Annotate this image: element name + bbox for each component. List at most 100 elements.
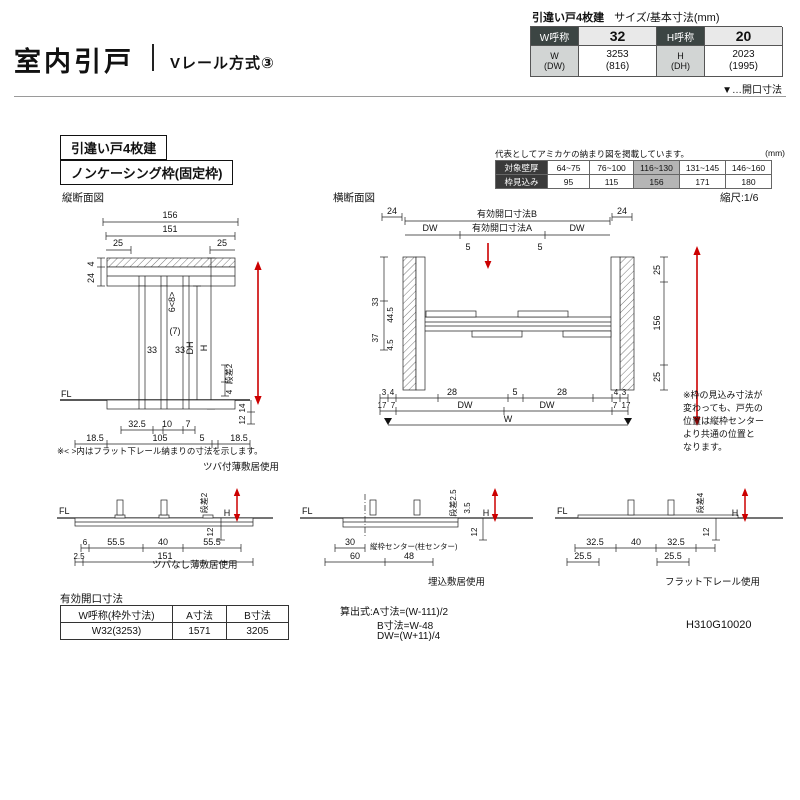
scale-label: 縮尺:1/6	[720, 192, 759, 204]
header-divider	[14, 96, 786, 97]
dim-label: 60	[350, 551, 360, 561]
wall-depth: 115	[590, 175, 634, 189]
wall-depth: 171	[680, 175, 726, 189]
dim-label: W	[504, 414, 513, 424]
h-name-value: 20	[705, 27, 783, 46]
wall-range: 131~145	[680, 161, 726, 175]
dim-label: 33	[371, 297, 380, 306]
wall-row2-label: 枠見込み	[496, 175, 548, 189]
detail-flat-rail-diagram: FL 段差4 H 12 32.5 40 32.5 25.5 25.5	[555, 488, 783, 566]
opening-dimension-markers	[384, 418, 632, 425]
dim-label: 段差2	[199, 492, 209, 513]
dim-label: 32.5	[128, 419, 146, 429]
dim-label: (7)	[170, 326, 181, 336]
dim-label: 12	[238, 415, 247, 424]
dim-label: 4	[86, 261, 96, 266]
vertical-section-caption: ツバ付薄敷居使用	[203, 462, 280, 473]
dim-label: 55.5	[107, 537, 125, 547]
w-dim-value-line1: 3253	[606, 49, 629, 60]
dim-label: 4	[614, 388, 619, 397]
h-dim-value: 2023 (1995)	[705, 46, 783, 77]
size-table-caption: 引違い戸4枚建サイズ/基本寸法(mm)	[532, 9, 720, 25]
detail-embedded-sill-diagram: FL 段差2.5 3.5 H 12 30 縦枠センター(柱センター) 60 48	[300, 488, 533, 566]
w-dim-header-line1: W	[550, 50, 559, 61]
w-dim-header-line2: (DW)	[544, 61, 565, 71]
dim-label: 25	[652, 265, 662, 275]
w-dim-header: W (DW)	[531, 46, 579, 77]
note-line: 変わっても、戸先の	[683, 403, 763, 414]
dim-label: 7	[391, 401, 396, 410]
frame-depth-note: ※枠の見込み寸法が 変わっても、戸先の 位置は縦枠センター より共通の位置と な…	[683, 389, 795, 454]
method-title: Vレール方式③	[170, 55, 275, 72]
w-dim-value: 3253 (816)	[579, 46, 657, 77]
dim-label: 12	[702, 527, 711, 536]
document-code: H310G10020	[686, 619, 752, 631]
dim-label: 14	[238, 403, 247, 412]
dim-label: 段差4	[695, 492, 705, 513]
dim-label: 18.5	[86, 433, 104, 443]
dim-label: 37	[371, 333, 380, 342]
opening-table-header: A寸法	[173, 606, 227, 623]
opening-table-header: W呼称(枠外寸法)	[61, 606, 173, 623]
fl-label: FL	[557, 506, 568, 516]
title-divider	[152, 44, 154, 71]
w-name-value: 32	[579, 27, 657, 46]
horizontal-section-title: 横断面図	[333, 192, 375, 204]
detail-a-caption: ツバなし薄敷居使用	[152, 560, 238, 571]
dim-label: 5	[512, 387, 517, 397]
size-table-caption-text: サイズ/基本寸法(mm)	[614, 12, 720, 24]
dim-label: 28	[447, 387, 457, 397]
dim-label: 12	[206, 527, 215, 536]
wall-depth-highlighted: 156	[634, 175, 680, 189]
opening-table-cell: 1571	[173, 623, 227, 640]
h-dimension-arrow	[254, 261, 262, 405]
dim-label: 17	[622, 401, 631, 410]
h-dimension-arrow	[741, 488, 749, 522]
dim-label: 32.5	[586, 537, 604, 547]
dim-label: 151	[162, 224, 177, 234]
dim-label: 30	[345, 537, 355, 547]
horizontal-section-diagram: 24 24 有効開口寸法B DW 有効開口寸法A DW 5 5 33 44.5 …	[371, 206, 701, 426]
vertical-section-title: 縦断面図	[62, 192, 104, 204]
detail-thin-sill-diagram: FL 段差2 H 12 6 55.5 40 55.5 2.5 151	[57, 488, 273, 566]
wall-depth: 180	[726, 175, 772, 189]
wall-table-unit: (mm)	[765, 148, 785, 158]
h-dim-value-line1: 2023	[732, 49, 755, 60]
dim-label: 156	[652, 315, 662, 330]
drawing-geometry	[300, 494, 533, 566]
opening-table-cell: 3205	[227, 623, 289, 640]
dim-label: H	[732, 508, 739, 518]
dim-label: 25.5	[664, 551, 682, 561]
dim-label: H	[483, 508, 490, 518]
dim-label: 3	[382, 388, 387, 397]
dim-label: 5	[199, 433, 204, 443]
dim-label: 10	[162, 419, 172, 429]
drawing-geometry	[379, 213, 668, 426]
opening-dimension-legend: ▼…開口寸法	[722, 85, 782, 96]
dim-label: 2.5	[73, 552, 85, 561]
centerline-label: 縦枠センター(柱センター)	[370, 541, 458, 551]
opening-table-cell: W32(3253)	[61, 623, 173, 640]
dim-label: 28	[557, 387, 567, 397]
section-heading-frame-type: ノンケーシング枠(固定枠)	[60, 160, 234, 185]
dim-label: 有効開口寸法A	[472, 222, 532, 233]
section-heading-door-type: 引違い戸4枚建	[60, 135, 168, 160]
wall-range: 64~75	[548, 161, 590, 175]
dim-label: 17	[378, 401, 387, 410]
dim-label: 44.5	[386, 307, 395, 323]
w-name-header: W呼称	[531, 27, 579, 46]
dim-label: H	[199, 345, 209, 352]
dim-label: DW	[540, 400, 555, 410]
fl-label: FL	[302, 506, 313, 516]
red-opening-arrow	[484, 243, 492, 269]
wall-depth: 95	[548, 175, 590, 189]
dim-label: 151	[157, 551, 172, 561]
dim-label: 7	[185, 419, 190, 429]
dim-label: DW	[458, 400, 473, 410]
note-line: より共通の位置と	[683, 429, 755, 440]
h-dim-header-line2: (DH)	[671, 61, 690, 71]
dim-label: 4	[225, 389, 234, 394]
dim-label: 25	[113, 238, 123, 248]
opening-table-title: 有効開口寸法	[60, 593, 123, 605]
formula-a: 算出式:A寸法=(W-111)/2	[340, 607, 449, 618]
